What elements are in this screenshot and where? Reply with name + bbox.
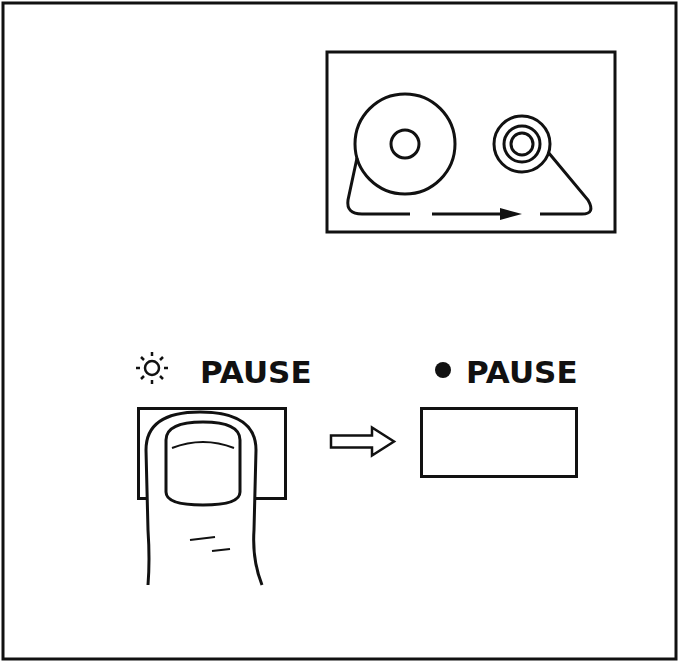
- light-icon: [136, 352, 168, 384]
- pause-button: PAUSE: [420, 407, 578, 478]
- button-label: PAUSE: [200, 354, 312, 390]
- outer-frame: [3, 3, 676, 659]
- hollow-arrow: [331, 428, 394, 456]
- indicator-dot: [435, 362, 451, 378]
- button-label: PAUSE: [466, 354, 578, 390]
- cassette-window: [327, 52, 615, 232]
